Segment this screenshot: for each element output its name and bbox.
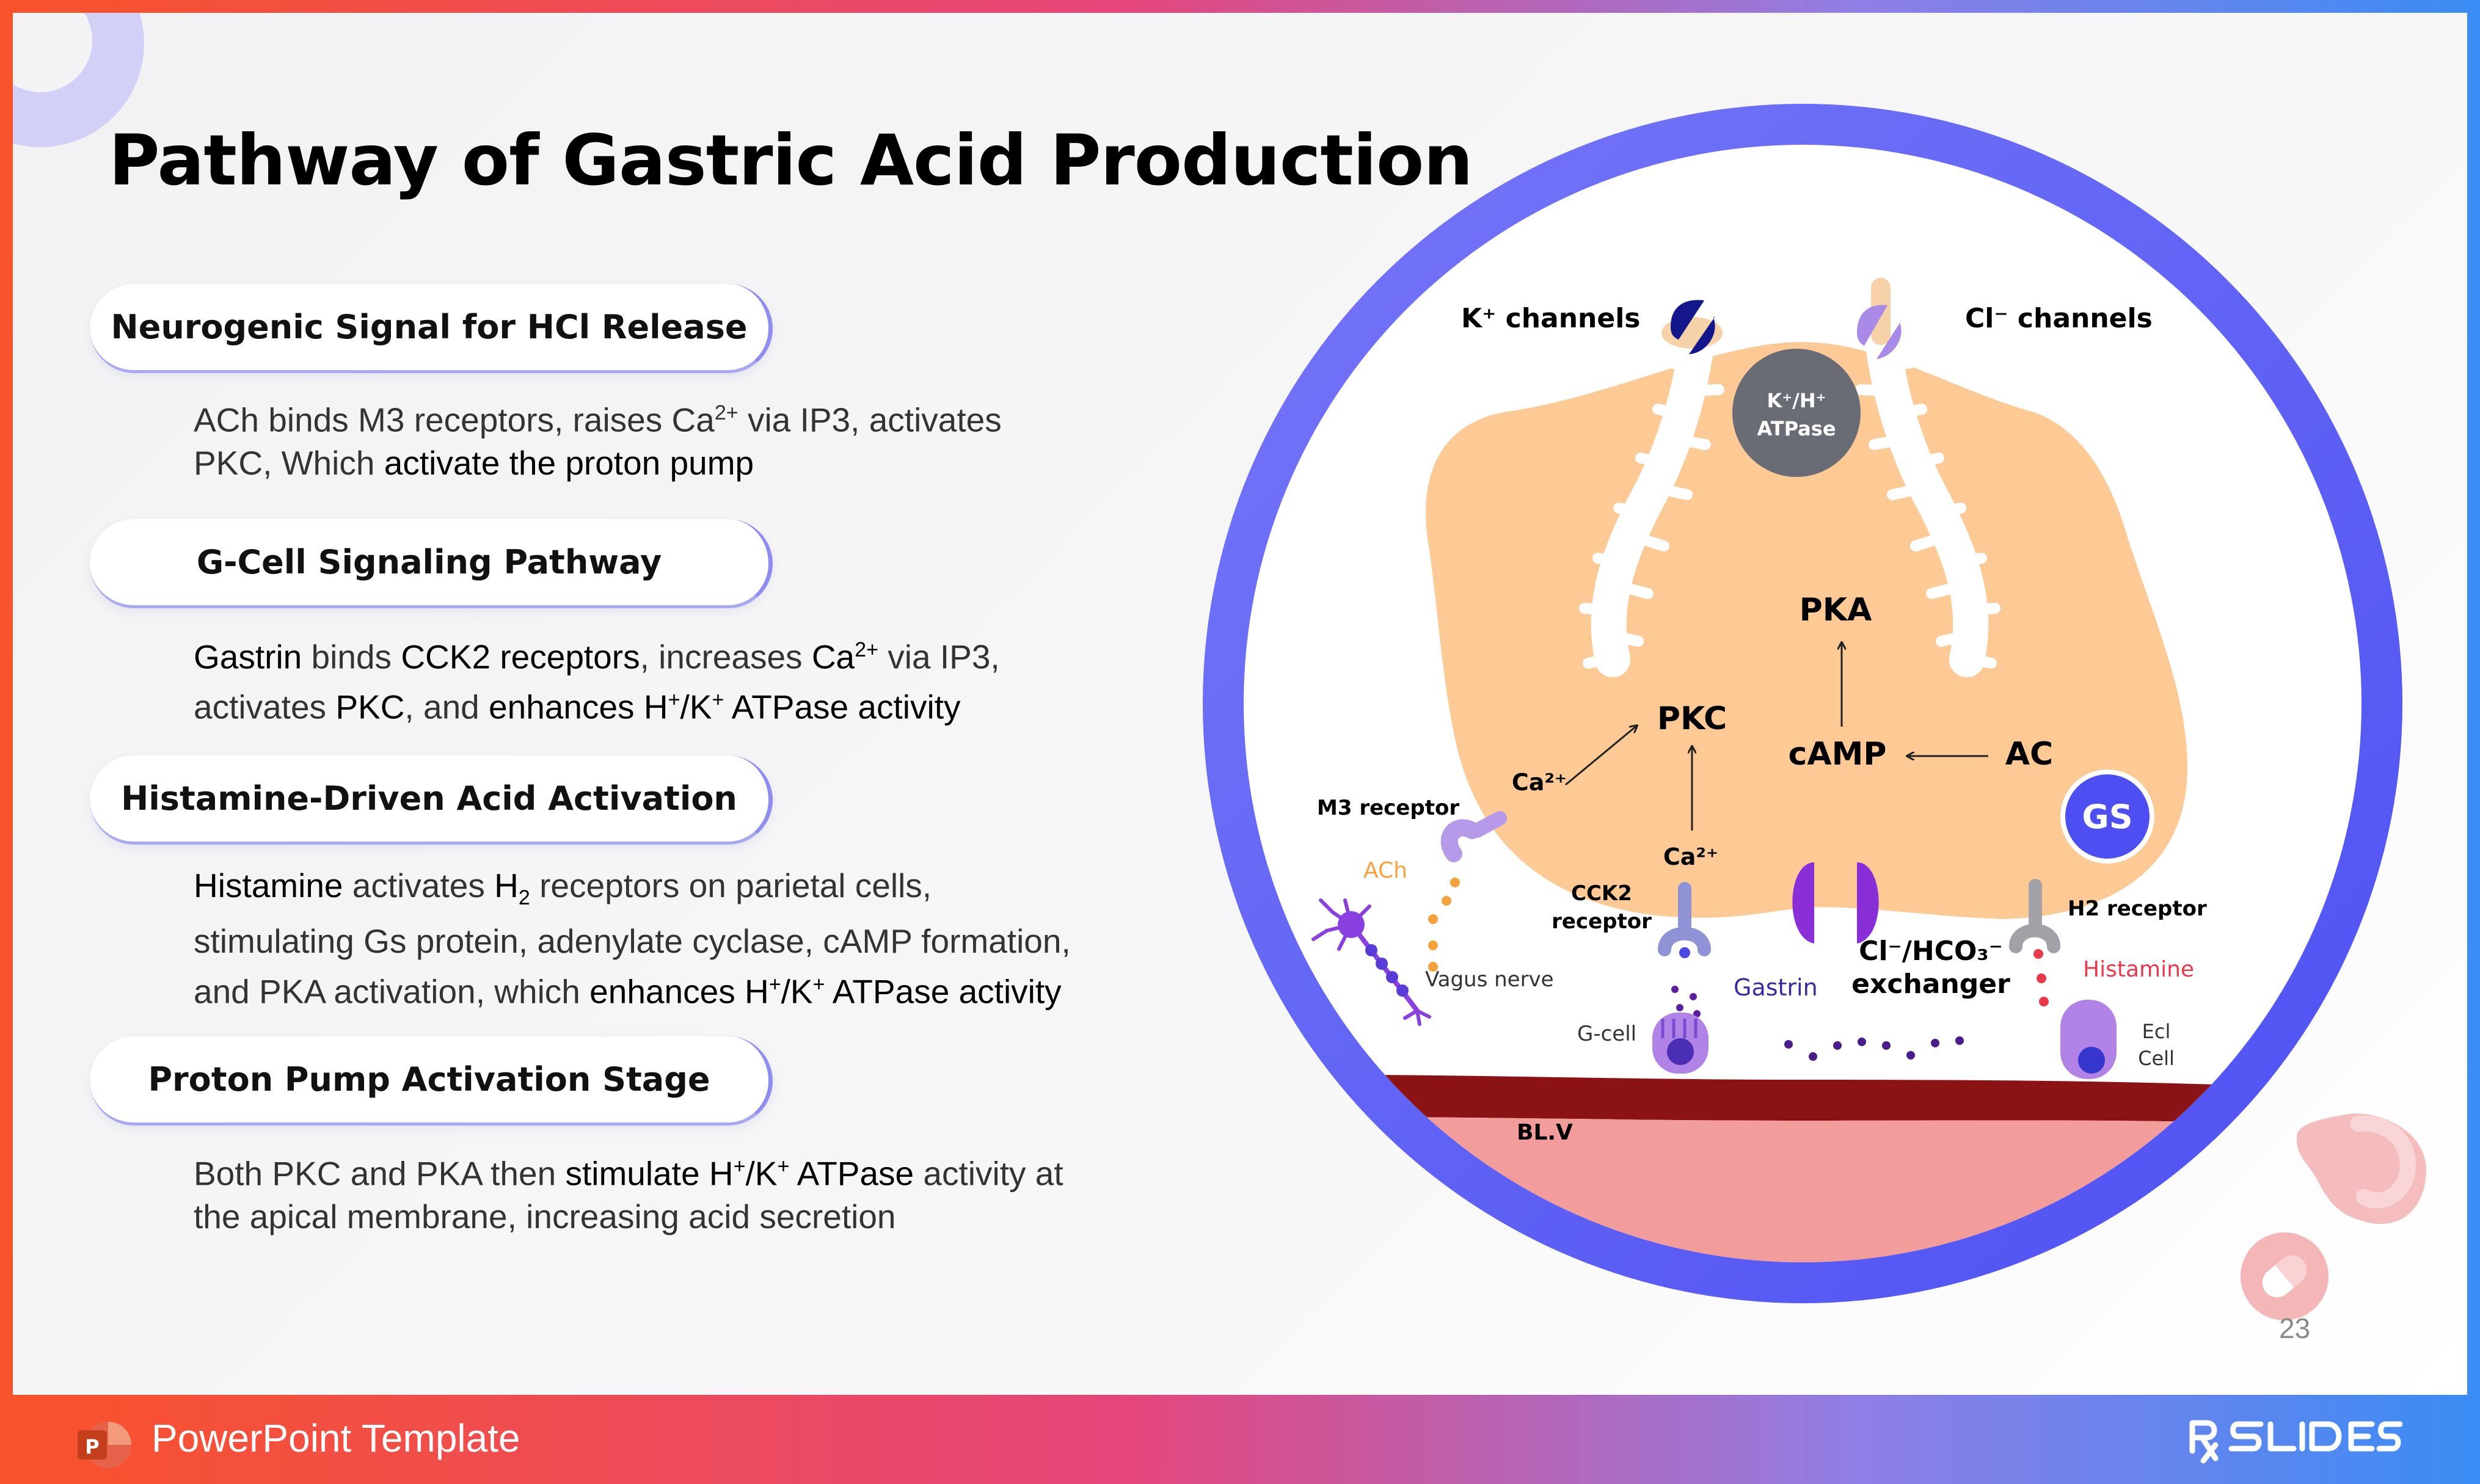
ac-label: AC	[2005, 736, 2053, 773]
blood-vessel-label: BL.V	[1517, 1120, 1573, 1145]
cl-channels-label: Cl⁻ channels	[1965, 303, 2153, 334]
tissue	[1222, 1117, 2413, 1344]
footer-template-label: PowerPoint Template	[151, 1416, 520, 1461]
g-cell-icon	[1652, 1013, 1709, 1074]
ecl-label-2: Cell	[2138, 1047, 2175, 1070]
rxslides-brand-logo	[2189, 1414, 2402, 1463]
pill-icon	[2241, 1232, 2329, 1320]
pkc-label: PKC	[1657, 700, 1727, 737]
ca-left-label: Ca²⁺	[1512, 769, 1567, 796]
gs-label: GS	[2082, 798, 2132, 836]
pump-label-1: K⁺/H⁺	[1767, 389, 1826, 412]
pka-label: PKA	[1800, 592, 1872, 628]
powerpoint-icon: P	[74, 1416, 133, 1474]
cck2-label-1: CCK2	[1571, 881, 1632, 906]
h2-receptor-label: H2 receptor	[2068, 897, 2207, 921]
ach-label: ACh	[1363, 858, 1407, 883]
ca-center-label: Ca²⁺	[1663, 843, 1718, 870]
g-cell-label: G-cell	[1577, 1022, 1636, 1046]
ecl-label-1: Ecl	[2142, 1020, 2171, 1043]
gs-protein-badge: GS	[2063, 772, 2152, 861]
gastrin-label: Gastrin	[1734, 974, 1818, 1001]
cck2-ligand	[1679, 947, 1690, 958]
pump-label-2: ATPase	[1757, 417, 1836, 440]
vagus-nerve-label: Vagus nerve	[1425, 967, 1554, 992]
histamine-label: Histamine	[2083, 957, 2194, 982]
svg-text:P: P	[85, 1435, 99, 1458]
ecl-cell-icon	[2060, 1000, 2117, 1079]
m3-receptor-label: M3 receptor	[1317, 796, 1459, 820]
cck2-label-2: receptor	[1552, 909, 1652, 934]
k-channels-label: K⁺ channels	[1461, 303, 1641, 334]
exchanger-label-2: exchanger	[1851, 969, 2010, 1000]
proton-pump: K⁺/H⁺ ATPase	[1732, 349, 1861, 477]
camp-label: cAMP	[1789, 736, 1887, 773]
exchanger-label-1: Cl⁻/HCO₃⁻	[1859, 936, 2003, 967]
stomach-icon	[2297, 1113, 2426, 1224]
page-number: 23	[2279, 1312, 2310, 1345]
